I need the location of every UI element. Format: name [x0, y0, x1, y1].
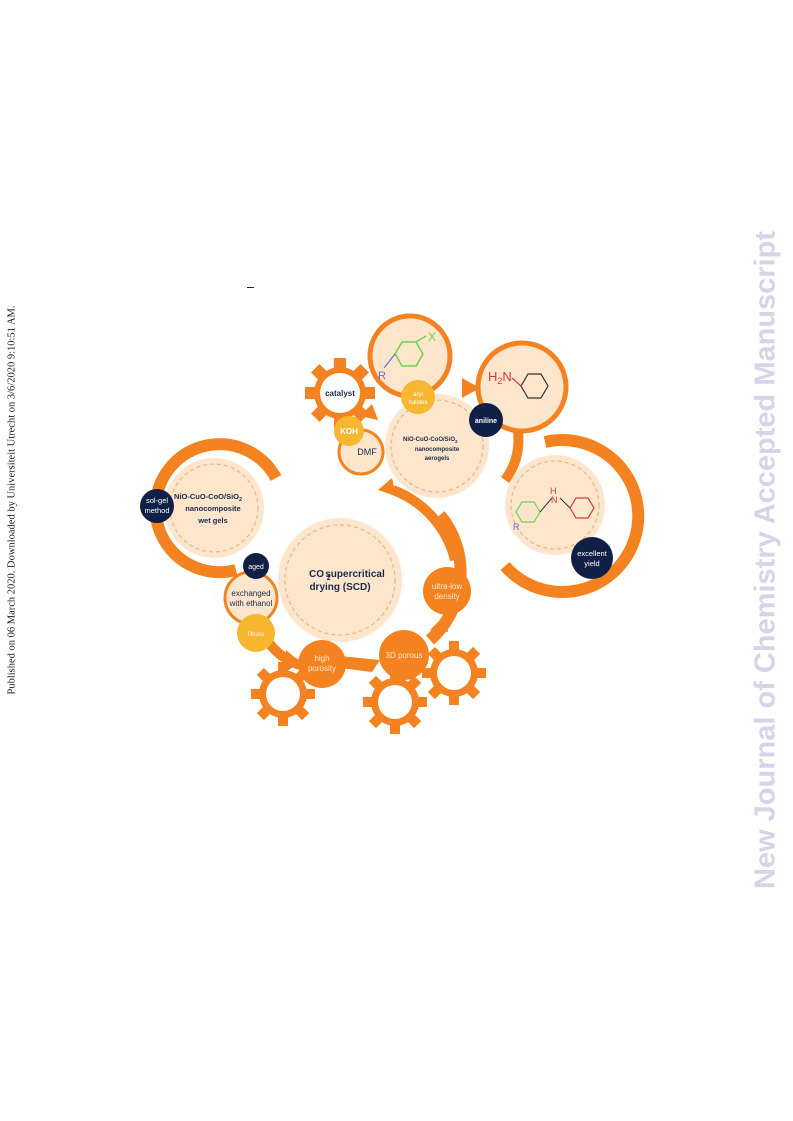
product-circle	[505, 455, 605, 555]
koh-label: KOH	[340, 427, 358, 436]
aryl-halides-line1: aryl	[413, 392, 423, 398]
high-porosity-circle	[298, 640, 346, 688]
svg-text:H2N: H2N	[488, 369, 512, 386]
aniline-molecule: H2N	[488, 369, 549, 399]
gear-icon	[363, 670, 427, 734]
wet-gel-arc	[149, 438, 282, 579]
excellent-line2: yield	[584, 559, 599, 568]
process-arc-top	[391, 485, 460, 562]
scd-title: supercritical	[325, 569, 385, 580]
high-porosity-line2: porosity	[308, 664, 336, 673]
ethanol-line2: with ethanol	[229, 599, 273, 608]
scd-subtitle: drying (SCD)	[309, 582, 370, 593]
aryl-halide-molecule: X R	[378, 330, 436, 382]
aryl-halides-line2: halides	[408, 400, 427, 406]
aged-label: aged	[248, 564, 264, 571]
aniline-badge	[469, 403, 503, 437]
wet-gel-circle	[164, 458, 264, 558]
aerogel-line2: nanocomposite	[415, 447, 460, 453]
arrow-icon	[462, 378, 480, 398]
svg-text:R: R	[378, 370, 386, 382]
filtrate-label: filtrate	[248, 632, 265, 638]
porous-3d-circle	[379, 630, 429, 680]
gear-icon	[251, 662, 315, 726]
ethanol-line1: exchanged	[231, 589, 270, 598]
svg-text:X: X	[428, 330, 436, 344]
arrow-icon	[378, 478, 396, 496]
ultra-low-circle	[423, 567, 471, 615]
svg-text:R: R	[513, 522, 520, 532]
sol-gel-line2: method	[144, 506, 169, 515]
gear-icon	[422, 641, 486, 705]
catalyst-label: catalyst	[325, 389, 355, 398]
product-molecule: H N R	[513, 486, 595, 532]
arrow-icon	[360, 404, 378, 420]
aryl-halides-circle	[401, 380, 435, 414]
yield-arc	[500, 434, 645, 599]
arrow-icon	[286, 650, 300, 672]
wet-gel-line1: NiO-CuO-CoO/SiO2	[174, 492, 242, 503]
stray-dash	[247, 287, 254, 288]
aniline-label: aniline	[475, 418, 497, 425]
aged-circle	[243, 553, 269, 579]
scd-circle	[278, 518, 402, 642]
ultra-low-line1: ultra-low	[432, 582, 462, 591]
ultra-low-line2: density	[434, 592, 459, 601]
high-porosity-line1: high	[314, 654, 329, 663]
aerogel-line1: NiO-CuO-CoO/SiO2	[403, 437, 458, 444]
excellent-line1: excellent	[577, 549, 608, 558]
wet-gel-line2: nanocomposite	[185, 504, 240, 513]
filtrate-circle	[237, 614, 275, 652]
svg-text:H: H	[550, 486, 557, 496]
arrow-icon	[430, 614, 448, 632]
excellent-yield-circle	[571, 537, 613, 579]
dmf-label: DMF	[357, 447, 377, 457]
aerogel-circle	[385, 394, 489, 498]
porous-3d-label: 3D porous	[386, 651, 423, 660]
svg-text:N: N	[551, 495, 558, 505]
koh-circle	[334, 416, 364, 446]
sol-gel-circle	[140, 489, 174, 523]
scd-co2: CO 2	[309, 569, 331, 582]
aerogel-line3: aerogels	[425, 456, 450, 462]
arrow-icon	[340, 656, 380, 672]
wet-gel-line3: wet gels	[197, 516, 228, 525]
sol-gel-line1: sol-gel	[146, 496, 168, 505]
